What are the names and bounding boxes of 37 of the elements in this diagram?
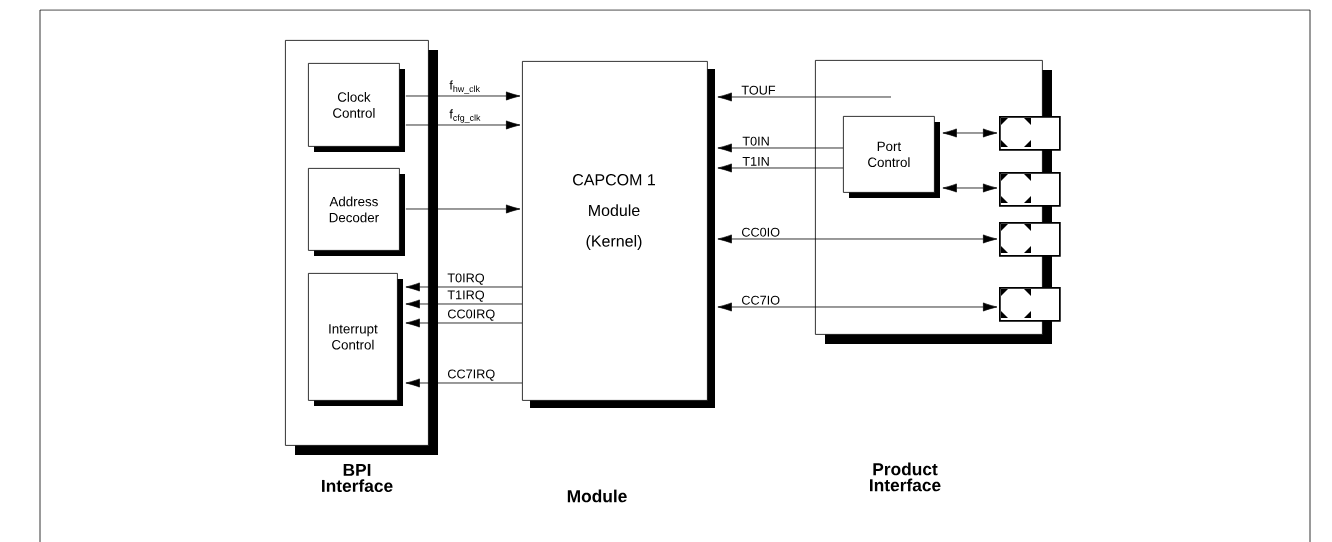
block-box: Clock Control: [308, 63, 405, 152]
edge-label: T0IRQ: [447, 273, 485, 285]
column-heading: Module: [567, 489, 627, 503]
pin-pad: [999, 172, 1061, 207]
edge-label: T1IN: [742, 156, 769, 166]
edge-label: TOUF: [741, 85, 776, 95]
arrow: [942, 183, 998, 193]
column-heading: Product Interface: [870, 462, 941, 492]
arrow: [405, 378, 523, 388]
arrow: [942, 128, 998, 138]
edge-label: CC0IO: [742, 227, 780, 237]
edge-label: T1IRQ: [447, 290, 485, 302]
block-box: Interrupt Control: [308, 273, 403, 406]
arrow: [405, 204, 521, 214]
column-heading: BPI Interface: [322, 463, 393, 493]
pin-pad: [999, 287, 1061, 322]
arrow: [405, 282, 523, 292]
module-box: CAPCOM 1 Module (Kernel): [522, 61, 715, 408]
arrow: [717, 234, 998, 244]
arrow: [717, 143, 844, 153]
block-box: Port Control: [843, 116, 940, 198]
edge-label: T0IN: [742, 136, 769, 146]
edge-label: CC7IO: [742, 295, 780, 305]
block-box: Address Decoder: [308, 168, 405, 256]
edge-label: f$_{hw_clk}$: [449, 80, 480, 94]
arrow: [717, 163, 844, 173]
arrow: [717, 302, 998, 312]
pin-pad: [999, 222, 1061, 257]
arrow: [405, 299, 523, 309]
pin-pad: [999, 116, 1061, 151]
arrow: [405, 120, 521, 130]
arrow: [717, 92, 892, 102]
arrow: [405, 91, 521, 101]
edge-label: CC7IRQ: [448, 369, 495, 381]
edge-label: CC0IRQ: [448, 309, 495, 321]
edge-label: f$_{cfg_clk}$: [449, 109, 481, 123]
arrow: [405, 318, 523, 328]
